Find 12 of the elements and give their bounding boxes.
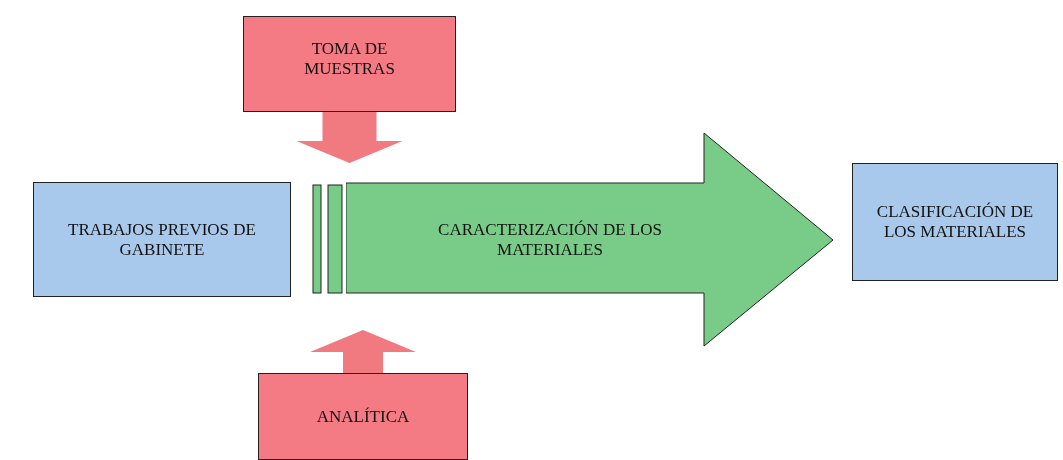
block-arrow (310, 330, 416, 373)
box-label: ANALÍTICA (316, 406, 410, 427)
box-label: TRABAJOS PREVIOS DE GABINETE (67, 219, 257, 260)
box-label: CLASIFICACIÓN DE LOS MATERIALES (875, 202, 1035, 242)
process-banner (346, 133, 834, 347)
block-arrow (296, 112, 403, 163)
sample-box (258, 373, 468, 460)
box-label: TOMA DE MUESTRAS (303, 39, 396, 79)
process-box (33, 182, 291, 297)
sample-box (243, 16, 456, 112)
box-label: CARACTERIZACIÓN DE LOS MATERIALES (437, 220, 663, 260)
process-box (852, 163, 1058, 281)
